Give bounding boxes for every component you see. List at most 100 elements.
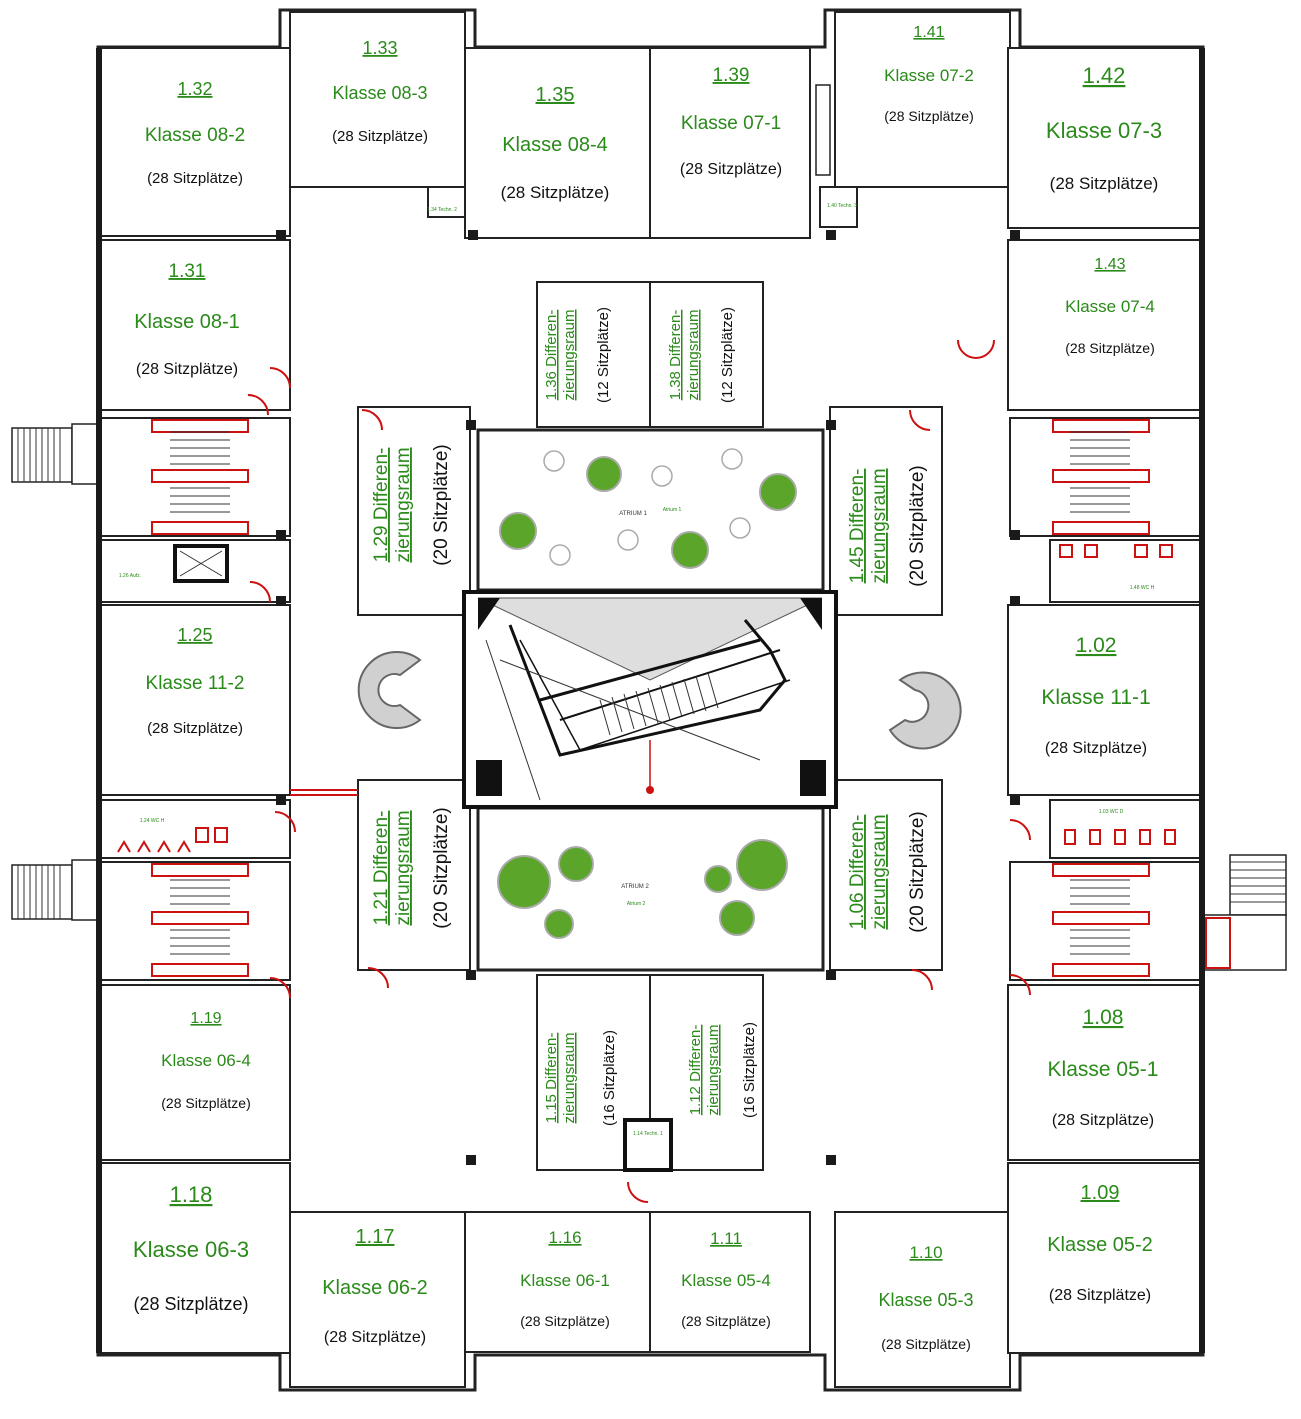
room-1-02[interactable]: [1007, 604, 1202, 796]
room-1-31[interactable]: [99, 239, 291, 411]
label-1-39: 1.39 Klasse 07-1 (28 Sitzplätze): [680, 65, 782, 178]
room-seats: (28 Sitzplätze): [324, 1329, 426, 1346]
label-1-15: 1.15 Differen- zierungsraum (16 Sitzplät…: [543, 1030, 618, 1126]
diff-room-seats: (16 Sitzplätze): [741, 1022, 758, 1118]
room-name: Klasse 05-3: [878, 1290, 973, 1310]
diff-room-title: 1.45 Differen-: [847, 469, 868, 584]
room-1-17[interactable]: [289, 1211, 466, 1388]
room-name: Klasse 08-3: [332, 83, 427, 103]
room-seats: (28 Sitzplätze): [1050, 174, 1159, 193]
room-1-43[interactable]: [1007, 239, 1202, 411]
label-1-45: 1.45 Differen- zierungsraum (20 Sitzplät…: [847, 465, 928, 586]
door-swings: [247, 339, 1031, 1203]
label-1-21: 1.21 Differen- zierungsraum (20 Sitzplät…: [371, 807, 452, 928]
stair-left-bottom: [99, 861, 291, 981]
room-1-10[interactable]: [834, 1211, 1011, 1388]
room-name: Klasse 08-4: [502, 134, 608, 156]
room-1-29[interactable]: [357, 406, 471, 616]
room-number: 1.42: [1083, 63, 1126, 88]
room-name: Klasse 08-2: [145, 125, 245, 146]
wc-1-24-label: 1.24 WC H: [140, 818, 165, 824]
label-1-02: 1.02 Klasse 11-1 (28 Sitzplätze): [1041, 634, 1150, 757]
diff-room-seats: (12 Sitzplätze): [595, 307, 612, 403]
stair-left-top: [99, 417, 291, 537]
techn-room-1-34[interactable]: [427, 186, 466, 218]
atrium-2-sublabel: Atrium 2: [627, 901, 646, 907]
label-1-18: 1.18 Klasse 06-3 (28 Sitzplätze): [133, 1182, 249, 1314]
room-1-09[interactable]: [1007, 1162, 1202, 1354]
room-1-21[interactable]: [357, 779, 471, 971]
room-1-35[interactable]: [464, 47, 651, 239]
room-1-42[interactable]: [1007, 47, 1202, 229]
room-1-45[interactable]: [829, 406, 943, 616]
room-name: Klasse 05-1: [1048, 1058, 1159, 1081]
label-1-09: 1.09 Klasse 05-2 (28 Sitzplätze): [1047, 1182, 1153, 1304]
diff-room-subtitle: zierungsraum: [685, 310, 702, 401]
room-1-08[interactable]: [1007, 984, 1202, 1161]
room-number: 1.08: [1083, 1006, 1124, 1029]
label-1-29: 1.29 Differen- zierungsraum (20 Sitzplät…: [371, 444, 452, 565]
room-name: Klasse 08-1: [134, 311, 240, 333]
room-name: Klasse 06-2: [322, 1277, 428, 1299]
room-number: 1.16: [548, 1228, 581, 1247]
wc-fixtures: [117, 544, 1176, 853]
label-1-12: 1.12 Differen- zierungsraum (16 Sitzplät…: [687, 1022, 758, 1118]
central-staircase: [462, 590, 838, 809]
room-seats: (28 Sitzplätze): [147, 170, 243, 187]
atrium-2-label: ATRIUM 2: [621, 884, 649, 890]
room-1-19[interactable]: [99, 984, 291, 1161]
diff-room-subtitle: zierungsraum: [561, 310, 578, 401]
room-1-36[interactable]: [536, 281, 651, 428]
room-number: 1.32: [177, 79, 212, 99]
room-1-11[interactable]: [649, 1211, 811, 1353]
external-stair-right-bottom: [1203, 854, 1287, 971]
aufzug-label: 1.26 Aufz.: [119, 573, 141, 579]
room-name: Klasse 06-4: [161, 1051, 251, 1070]
label-1-35: 1.35 Klasse 08-4 (28 Sitzplätze): [501, 84, 610, 202]
room-seats: (28 Sitzplätze): [681, 1313, 770, 1329]
room-seats: (28 Sitzplätze): [133, 1294, 248, 1314]
room-name: Klasse 07-4: [1065, 297, 1155, 316]
label-1-42: 1.42 Klasse 07-3 (28 Sitzplätze): [1046, 63, 1162, 193]
diff-room-subtitle: zierungsraum: [869, 814, 890, 929]
external-stair-left-bottom: [11, 859, 101, 921]
room-seats: (28 Sitzplätze): [136, 361, 238, 378]
diff-room-seats: (12 Sitzplätze): [719, 307, 736, 403]
room-name: Klasse 05-2: [1047, 1234, 1153, 1256]
wc-room-1-48[interactable]: [1049, 539, 1201, 603]
atrium-1-label: ATRIUM 1: [619, 511, 647, 517]
atrium-1-sublabel: Atrium 1: [663, 507, 682, 513]
room-number: 1.25: [177, 625, 212, 645]
diff-room-subtitle: zierungsraum: [869, 468, 890, 583]
label-1-11: 1.11 Klasse 05-4 (28 Sitzplätze): [681, 1229, 771, 1329]
room-1-39[interactable]: [649, 47, 811, 239]
room-1-18[interactable]: [99, 1162, 291, 1354]
room-1-25[interactable]: [99, 604, 291, 796]
room-number: 1.31: [169, 261, 206, 282]
room-name: Klasse 07-1: [681, 113, 781, 134]
room-number: 1.33: [362, 38, 397, 58]
techn-room-1-40[interactable]: [819, 186, 858, 228]
techn-1-14-label: 1.14 Techn. 1: [633, 1131, 663, 1137]
room-1-38[interactable]: [649, 281, 764, 428]
wc-1-48-label: 1.48 WC H: [1130, 585, 1155, 591]
diff-room-subtitle: zierungsraum: [705, 1025, 722, 1116]
room-1-33[interactable]: [289, 11, 466, 188]
diff-room-title: 1.06 Differen-: [847, 815, 868, 930]
atrium-1[interactable]: [476, 428, 825, 592]
diff-room-title: 1.21 Differen-: [371, 811, 392, 926]
room-1-32[interactable]: [99, 47, 291, 237]
label-1-25: 1.25 Klasse 11-2 (28 Sitzplätze): [146, 625, 245, 737]
room-1-06[interactable]: [829, 779, 943, 971]
techn-room-1-14[interactable]: [623, 1118, 673, 1172]
diff-room-title: 1.38 Differen-: [667, 310, 684, 401]
atrium-1-trees: [499, 456, 797, 569]
label-1-41: 1.41 Klasse 07-2 (28 Sitzplätze): [884, 24, 974, 124]
diff-room-subtitle: zierungsraum: [561, 1033, 578, 1124]
stair-right-bottom: [1009, 861, 1201, 981]
diff-room-subtitle: zierungsraum: [393, 810, 414, 925]
room-1-41[interactable]: [834, 11, 1011, 188]
label-1-10: 1.10 Klasse 05-3 (28 Sitzplätze): [878, 1243, 973, 1352]
label-1-31: 1.31 Klasse 08-1 (28 Sitzplätze): [134, 261, 240, 378]
